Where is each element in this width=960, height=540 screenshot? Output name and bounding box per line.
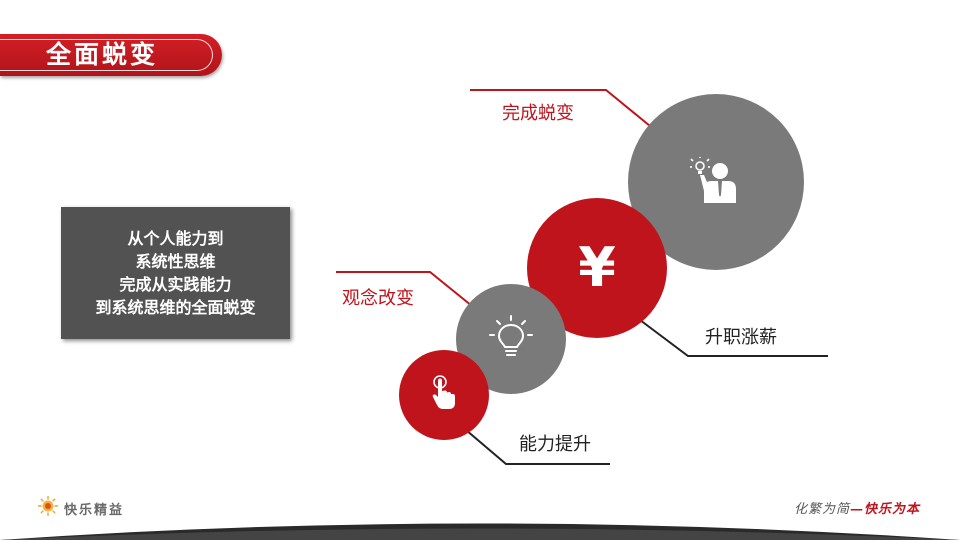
slogan-part-2: 快乐为本: [863, 502, 920, 517]
stage-circle-1: [399, 350, 489, 440]
summary-line-2: 系统性思维: [135, 252, 216, 271]
summary-line-4: 到系统思维的全面蜕变: [95, 298, 256, 317]
hand-pointer-icon: [429, 375, 459, 415]
summary-line-3: 完成从实践能力: [119, 275, 232, 294]
connector-stage-3: [639, 319, 828, 357]
stage-label-2: 观念改变: [342, 288, 414, 309]
lightbulb-icon: [487, 315, 535, 363]
summary-line-1: 从个人能力到: [127, 229, 224, 248]
stage-label-4: 完成蜕变: [502, 103, 574, 124]
connector-stage-4: [470, 89, 651, 127]
sun-logo-icon: [37, 495, 59, 520]
stage-label-1: 能力提升: [519, 434, 591, 455]
page-title: 全面蜕变: [46, 40, 159, 69]
stage-label-3: 升职涨薪: [705, 327, 777, 348]
businessman-icon: [690, 156, 742, 207]
title-banner: 全面蜕变: [0, 34, 222, 76]
connector-stage-1: [465, 429, 610, 465]
footer-logo: 快乐精益: [37, 495, 125, 520]
title-banner-outline: [0, 39, 213, 71]
slogan-separator: —: [849, 502, 864, 517]
connector-stage-2: [336, 271, 473, 307]
summary-box: 从个人能力到 系统性思维 完成从实践能力 到系统思维的全面蜕变: [61, 207, 290, 339]
footer-slogan: 化繁为简—快乐为本: [794, 498, 920, 517]
bottom-band: [0, 523, 960, 540]
slogan-part-1: 化繁为简: [793, 502, 850, 517]
yen-icon: ¥: [578, 236, 616, 299]
footer-brand: 快乐精益: [64, 502, 125, 518]
